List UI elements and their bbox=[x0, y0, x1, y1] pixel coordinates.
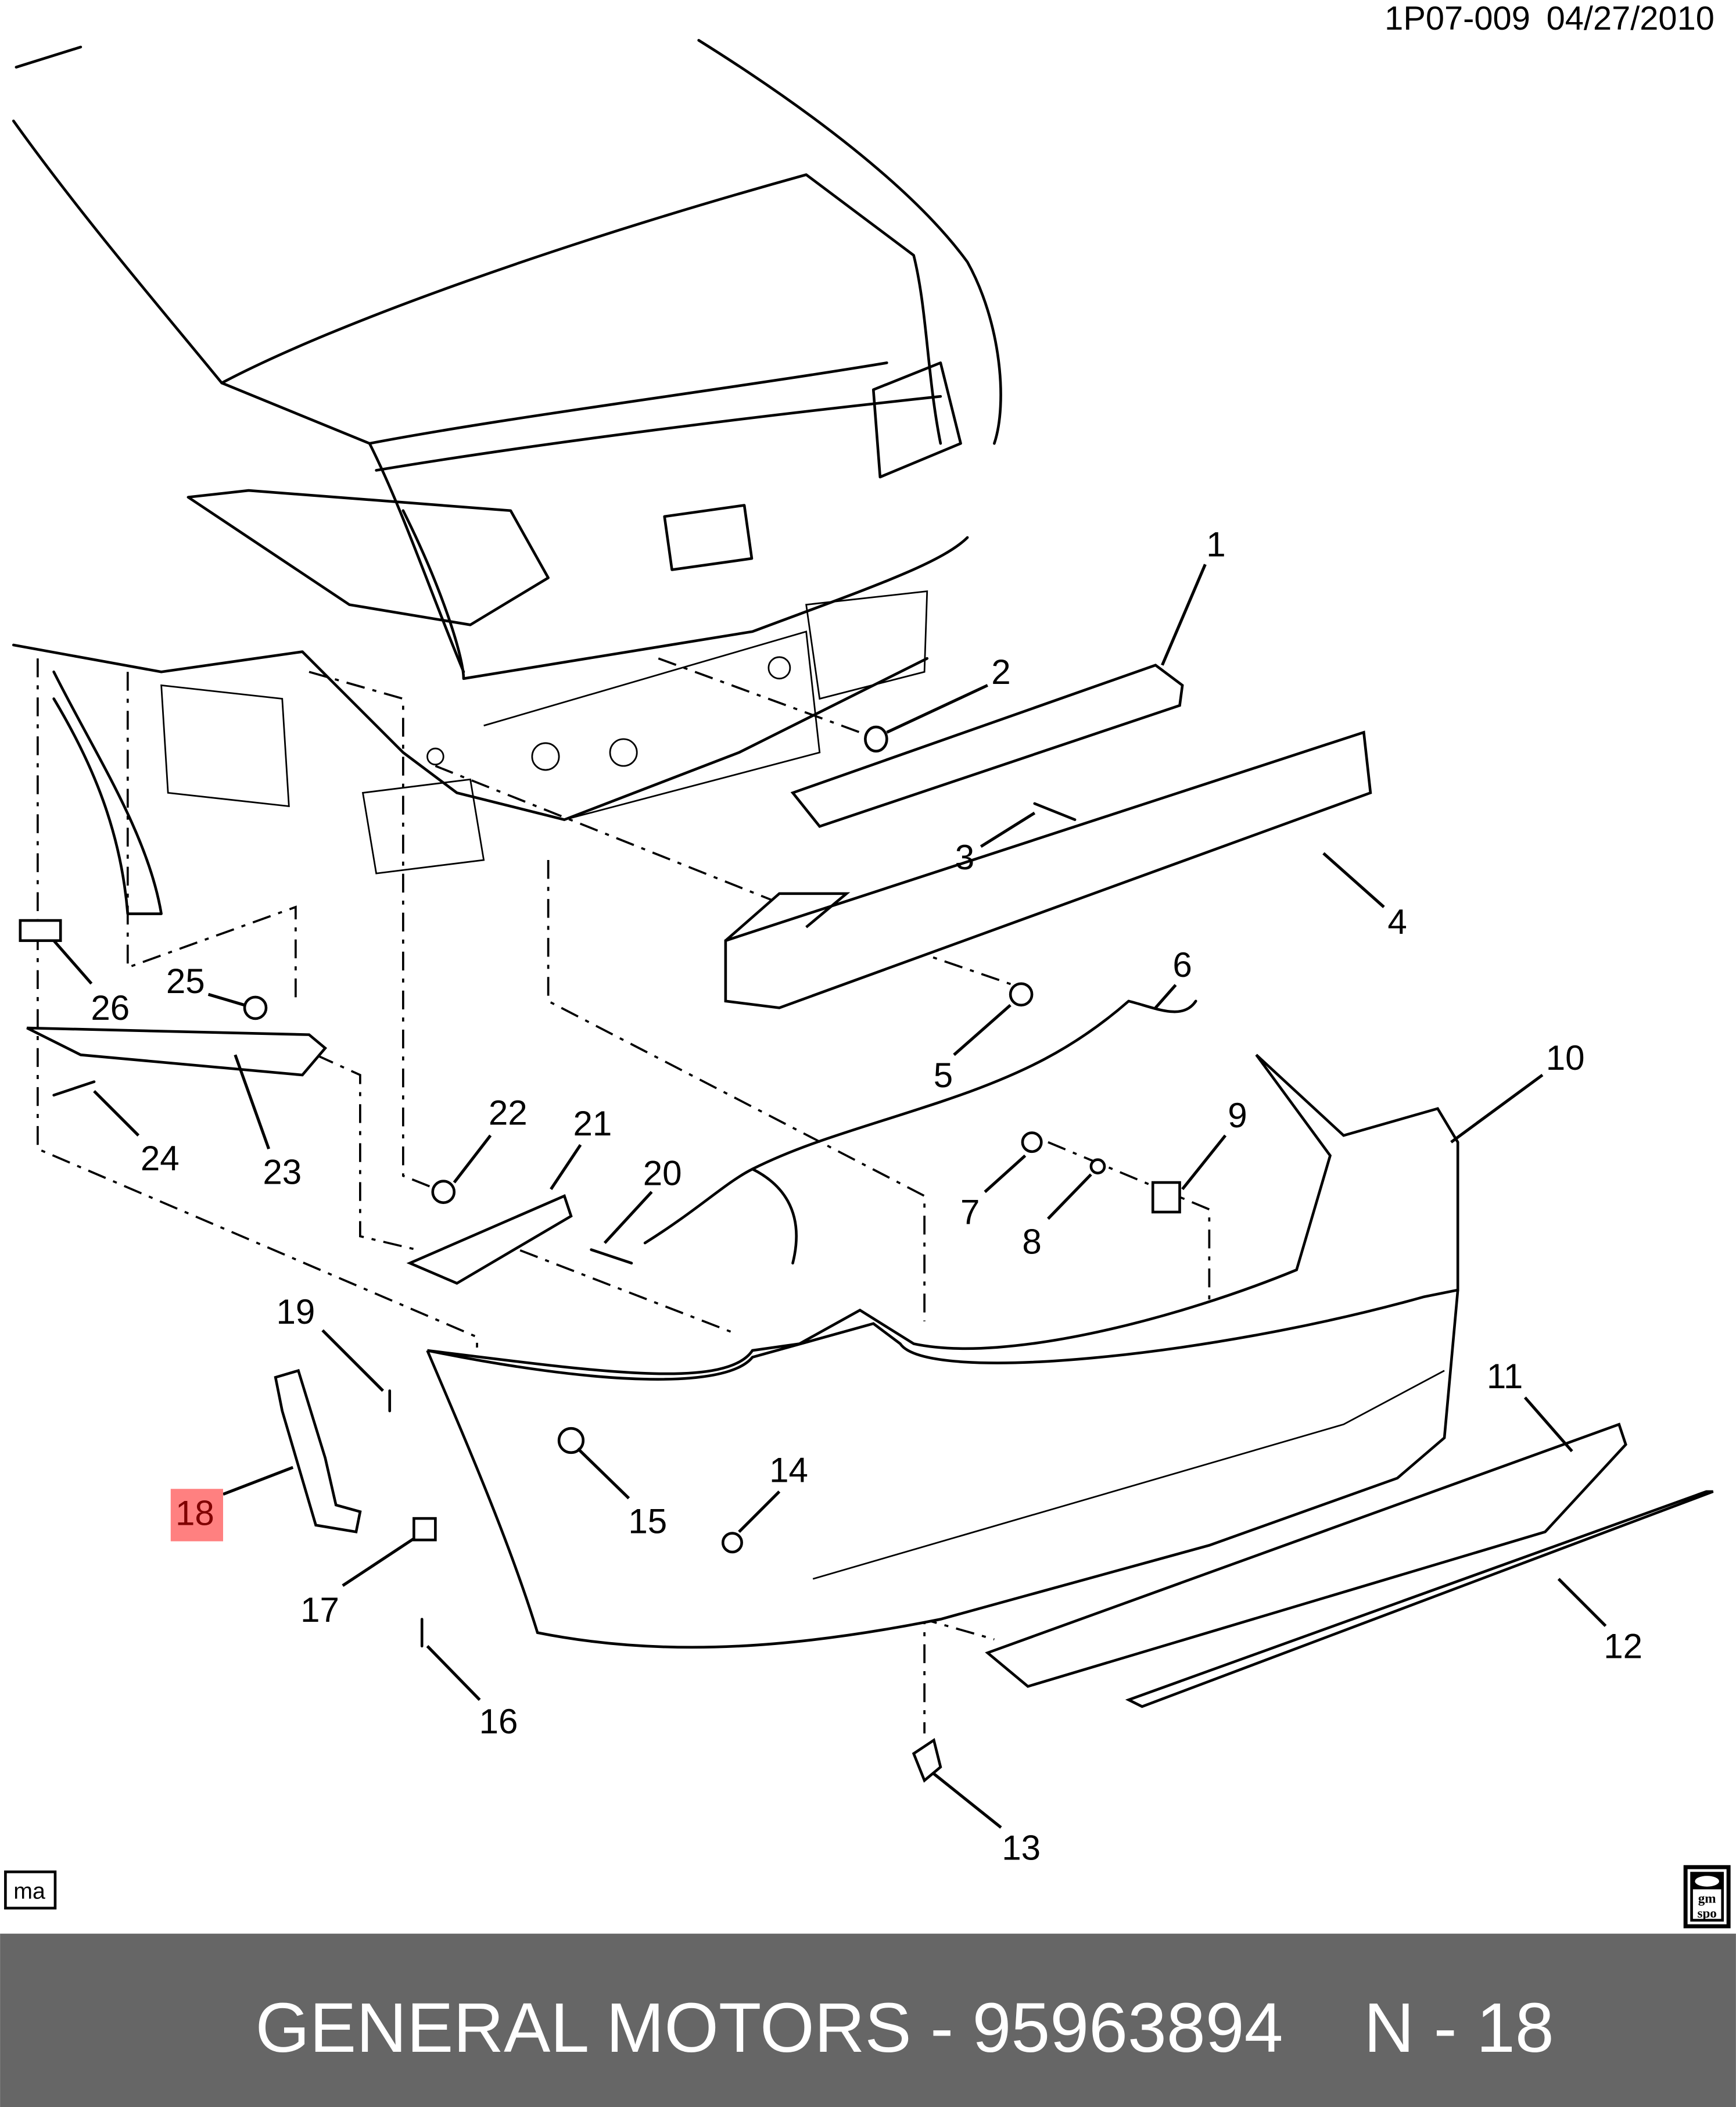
part-14-screw bbox=[721, 1532, 743, 1554]
callout-17: 17 bbox=[300, 1590, 339, 1629]
part-23-guide bbox=[26, 1026, 328, 1077]
callout-13: 13 bbox=[1002, 1829, 1041, 1868]
svg-text:spo: spo bbox=[1697, 1906, 1716, 1921]
part-24-bolt bbox=[52, 1080, 96, 1096]
part-26-retainer bbox=[19, 919, 62, 943]
callout-labels: 1 2 3 4 5 6 7 8 9 10 11 12 13 14 15 16 1… bbox=[91, 525, 1642, 1867]
gm-spo-logo: gm spo bbox=[1683, 1865, 1731, 1929]
callout-2: 2 bbox=[991, 653, 1010, 691]
callout-6: 6 bbox=[1172, 945, 1192, 984]
callout-26: 26 bbox=[91, 988, 130, 1027]
part-13-clip bbox=[912, 1737, 942, 1783]
part-12-molding bbox=[1125, 1490, 1714, 1708]
callout-19: 19 bbox=[276, 1292, 315, 1331]
callout-1: 1 bbox=[1206, 525, 1225, 564]
part-10-bumper-fascia bbox=[426, 1054, 1459, 1649]
highlight-box bbox=[170, 1489, 223, 1542]
part-18-bracket bbox=[274, 1368, 362, 1533]
callout-8: 8 bbox=[1022, 1223, 1041, 1262]
corner-label-box bbox=[4, 1870, 57, 1910]
part-2-grommet bbox=[864, 725, 888, 752]
part-17-clip bbox=[413, 1517, 437, 1542]
callout-14: 14 bbox=[769, 1451, 808, 1490]
callout-11: 11 bbox=[1487, 1357, 1523, 1396]
part-20-bolt bbox=[590, 1248, 633, 1265]
callout-12: 12 bbox=[1604, 1627, 1642, 1666]
callout-leaders bbox=[52, 564, 1607, 1829]
part-5-nut bbox=[1009, 982, 1034, 1007]
part-9-retainer bbox=[1151, 1181, 1181, 1214]
callout-18-highlighted: 18 bbox=[175, 1494, 214, 1533]
callout-22: 22 bbox=[489, 1094, 528, 1133]
callout-10: 10 bbox=[1546, 1038, 1585, 1077]
callout-21: 21 bbox=[573, 1104, 612, 1143]
callout-4: 4 bbox=[1387, 902, 1407, 941]
callout-25: 25 bbox=[166, 962, 205, 1001]
part-4-reinforcement bbox=[724, 730, 1372, 1009]
callout-15: 15 bbox=[628, 1502, 667, 1541]
callout-16: 16 bbox=[479, 1702, 518, 1741]
part-6-harness bbox=[643, 999, 1197, 1245]
part-8-seal bbox=[1089, 1158, 1106, 1175]
corner-label: ma bbox=[13, 1879, 45, 1904]
part-3-bolt bbox=[1033, 802, 1077, 821]
callout-7: 7 bbox=[960, 1193, 980, 1232]
callout-24: 24 bbox=[141, 1139, 180, 1178]
part-22-grommet bbox=[431, 1180, 456, 1204]
callout-5: 5 bbox=[934, 1056, 953, 1095]
callout-20: 20 bbox=[643, 1154, 682, 1193]
part-21-guide bbox=[406, 1194, 573, 1285]
callout-9: 9 bbox=[1228, 1096, 1247, 1135]
part-25-grommet bbox=[243, 995, 268, 1020]
parts bbox=[19, 664, 1714, 1783]
callout-23: 23 bbox=[263, 1152, 302, 1191]
part-7-sensor bbox=[1021, 1131, 1043, 1153]
part-15-nut bbox=[557, 1427, 585, 1454]
part-1-bracket bbox=[790, 664, 1184, 828]
footer-bar bbox=[0, 1933, 1736, 2107]
svg-text:gm: gm bbox=[1698, 1891, 1716, 1907]
callout-3: 3 bbox=[955, 838, 974, 877]
part-11-grille bbox=[985, 1422, 1627, 1688]
vehicle-body-outline bbox=[12, 39, 1002, 915]
